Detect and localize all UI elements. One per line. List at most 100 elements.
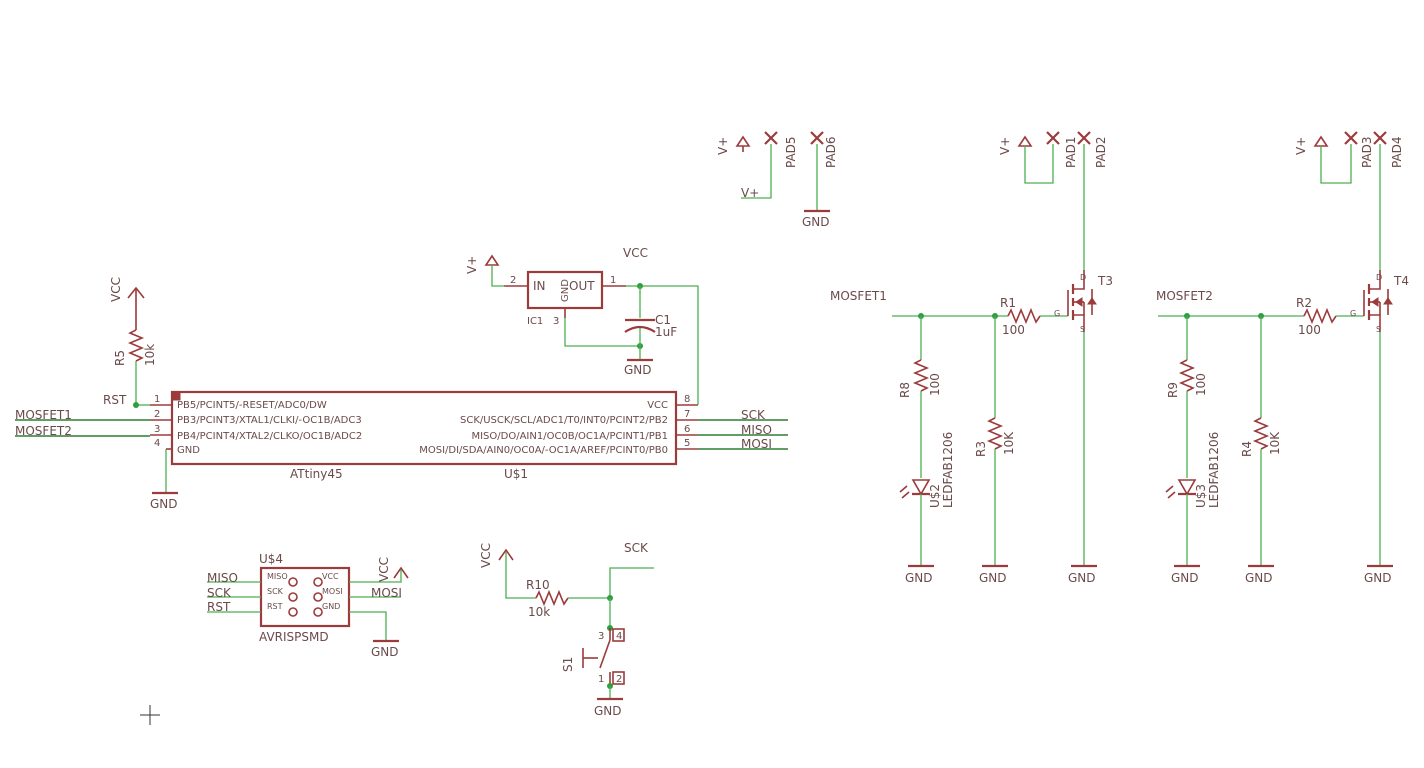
- reset-sck-label: SCK: [624, 541, 649, 555]
- r8-resistor[interactable]: [912, 359, 930, 392]
- r5-resistor[interactable]: [127, 329, 145, 362]
- gnd-label-pad6: GND: [802, 215, 830, 229]
- ic1-pin1: 1: [610, 275, 616, 286]
- pad2-x-icon[interactable]: [1077, 131, 1091, 145]
- r3-ref: R3: [974, 441, 988, 457]
- r4-ref: R4: [1240, 441, 1254, 457]
- u4-ref: U$4: [259, 552, 283, 566]
- led-u2[interactable]: [899, 479, 931, 499]
- r2-value: 100: [1298, 323, 1321, 337]
- pad4-label: PAD4: [1390, 136, 1404, 168]
- r8-ref: R8: [898, 382, 912, 398]
- pad4-x-icon[interactable]: [1373, 131, 1387, 145]
- t3-mosfet[interactable]: [1067, 270, 1097, 332]
- r10-resistor[interactable]: [535, 589, 569, 607]
- mosfet1-net-label: MOSFET1: [830, 289, 887, 303]
- vcc-symbol-isp: [393, 566, 409, 579]
- mcu-pin-pb3: PB3/PCINT3/XTAL1/CLKI/-OC1B/ADC3: [177, 415, 362, 426]
- r10-wire-in: [505, 552, 536, 599]
- net-sck-label: SCK: [741, 408, 766, 422]
- pad5-x-icon[interactable]: [764, 131, 778, 145]
- t4-mosfet[interactable]: [1363, 270, 1393, 332]
- r9-ref: R9: [1166, 382, 1180, 398]
- vplus-net-label: V+: [741, 186, 759, 200]
- t4-source-label: S: [1376, 325, 1381, 334]
- t4-gate-label: G: [1350, 309, 1356, 318]
- u4-pin-mosi: MOSI: [322, 587, 343, 596]
- pad6-label: PAD6: [824, 136, 838, 168]
- net-mosi-label: MOSI: [741, 437, 772, 451]
- led-u3[interactable]: [1165, 479, 1197, 499]
- u3-value: LEDFAB1206: [1207, 432, 1221, 508]
- s1-pin1: 1: [598, 674, 604, 685]
- t3-ref: T3: [1097, 274, 1113, 288]
- ic1-in-label: IN: [533, 279, 546, 293]
- mcu-pin-pb0: MOSI/DI/SDA/AIN0/OC0A/-OC1A/AREF/PCINT0/…: [419, 445, 668, 456]
- r1-resistor[interactable]: [1007, 307, 1041, 325]
- ic1-out-label: OUT: [569, 279, 595, 293]
- mcu-pin-num-3: 3: [154, 424, 160, 435]
- u4-pin-vcc: VCC: [322, 572, 339, 581]
- pad2-label: PAD2: [1094, 136, 1108, 168]
- vplus-label: V+: [465, 256, 479, 274]
- ic1-gnd-wire: [564, 318, 640, 347]
- mcu-ref: U$1: [504, 467, 528, 481]
- v-plus-pad5: [735, 135, 751, 152]
- r1-ref: R1: [1000, 296, 1016, 310]
- pad1-wire: [1024, 144, 1054, 184]
- v-plus-pad1: [1017, 135, 1033, 147]
- u2-ref: U$2: [928, 484, 942, 508]
- r4-resistor[interactable]: [1252, 417, 1270, 450]
- isp-miso-label: MISO: [207, 571, 238, 585]
- ic1-in-wire: [491, 265, 504, 287]
- net-rst-label: RST: [103, 393, 127, 407]
- gnd-label-ch2a: GND: [1171, 571, 1199, 585]
- junction: [133, 402, 139, 408]
- s1-pushbutton[interactable]: [582, 628, 625, 685]
- r2-resistor[interactable]: [1303, 307, 1337, 325]
- mcu-pin-num-2: 2: [154, 409, 160, 420]
- isp-sck-label: SCK: [207, 586, 232, 600]
- vcc-symbol-r10: [498, 548, 514, 561]
- mcu-wires: [15, 285, 788, 492]
- mcu-pin-num-1: 1: [154, 394, 160, 405]
- pad1-x-icon[interactable]: [1046, 131, 1060, 145]
- mcu-name: ATtiny45: [290, 467, 343, 481]
- mcu-pin-vcc: VCC: [647, 400, 668, 411]
- mcu-pin-leads: [150, 404, 698, 450]
- c1-capacitor[interactable]: [624, 318, 656, 333]
- vcc-label: VCC: [109, 277, 123, 302]
- u4-pin-rst: RST: [267, 602, 283, 611]
- mcu-pin-num-8: 8: [684, 394, 690, 405]
- mcu-pin-pb5: PB5/PCINT5/-RESET/ADC0/DW: [177, 400, 327, 411]
- pad3-x-icon[interactable]: [1344, 131, 1358, 145]
- t4-drain-label: D: [1376, 273, 1382, 282]
- r3-resistor[interactable]: [986, 417, 1004, 450]
- mcu-pin-num-7: 7: [684, 409, 690, 420]
- mosfet2-net-label: MOSFET2: [1156, 289, 1213, 303]
- r9-resistor[interactable]: [1178, 359, 1196, 392]
- u4-pin-sck: SCK: [267, 587, 284, 596]
- attiny45-chip[interactable]: PB5/PCINT5/-RESET/ADC0/DW PB3/PCINT3/XTA…: [154, 390, 690, 481]
- isp-mosi-label: MOSI: [371, 586, 402, 600]
- pad6-x-icon[interactable]: [810, 131, 824, 145]
- u4-pin-miso: MISO: [267, 572, 288, 581]
- mcu-pin-pb4: PB4/PCINT4/XTAL2/CLKO/OC1B/ADC2: [177, 431, 362, 442]
- net-mosfet2-label: MOSFET2: [15, 424, 72, 438]
- s1-ref: S1: [561, 657, 575, 672]
- s1-pin2: 2: [616, 674, 622, 685]
- r9-value: 100: [1194, 373, 1208, 396]
- mcu-pin-pb2: SCK/USCK/SCL/ADC1/T0/INT0/PCINT2/PB2: [460, 415, 668, 426]
- ic1-ref: IC1: [527, 316, 543, 327]
- v-plus-pad3: [1313, 135, 1329, 147]
- pad3-label: PAD3: [1360, 136, 1374, 168]
- gnd-label-ch1b: GND: [979, 571, 1007, 585]
- v-plus-symbol: [484, 254, 500, 266]
- mcu-pin-num-5: 5: [684, 438, 690, 449]
- r2-ref: R2: [1296, 296, 1312, 310]
- gnd-label: GND: [150, 497, 178, 511]
- vcc-label-reg: VCC: [623, 246, 648, 260]
- r5-ref: R5: [113, 350, 127, 366]
- ic1-gnd-label: GND: [560, 279, 571, 302]
